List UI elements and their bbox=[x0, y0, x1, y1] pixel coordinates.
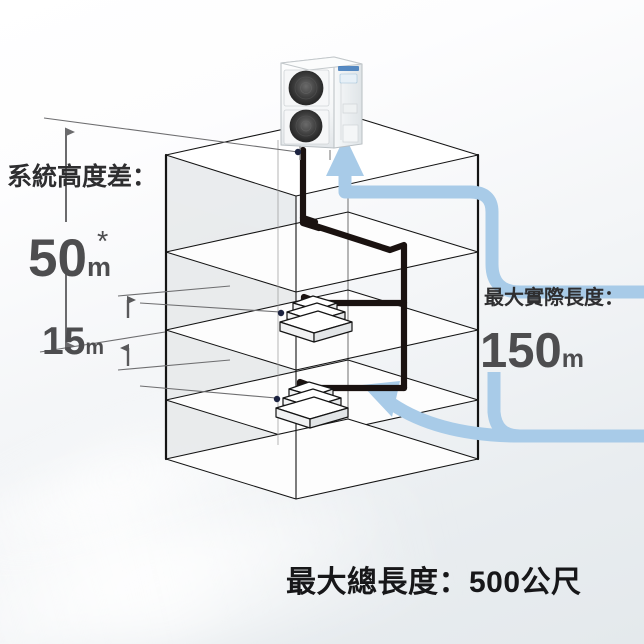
indoor-height-difference-value: 15m bbox=[42, 322, 104, 361]
outdoor-condensing-unit bbox=[280, 56, 363, 160]
ceiling-cassette-indoor-unit bbox=[275, 381, 349, 429]
value-50-number: 50 bbox=[28, 229, 87, 288]
building-vertical-edges bbox=[164, 114, 480, 500]
value-150-unit: m bbox=[561, 345, 584, 373]
max-actual-length-value: 150m bbox=[480, 327, 584, 376]
value-150-number: 150 bbox=[480, 324, 562, 378]
ceiling-cassette-indoor-unit bbox=[279, 295, 353, 343]
system-height-difference-label: 系統高度差： bbox=[7, 163, 158, 191]
footnote-asterisk: * bbox=[97, 226, 109, 258]
max-total-length-caption: 最大總長度：500公尺 bbox=[286, 566, 582, 599]
leader-dots bbox=[273, 148, 302, 403]
value-50-unit: m bbox=[86, 252, 111, 282]
value-15-number: 15 bbox=[42, 320, 86, 363]
value-15-unit: m bbox=[85, 336, 105, 359]
leader-lines bbox=[39, 117, 299, 399]
refrigerant-flow-arrows bbox=[326, 136, 644, 443]
system-height-difference-value: 50m bbox=[28, 232, 111, 285]
max-actual-length-label: 最大實際長度： bbox=[484, 287, 624, 309]
